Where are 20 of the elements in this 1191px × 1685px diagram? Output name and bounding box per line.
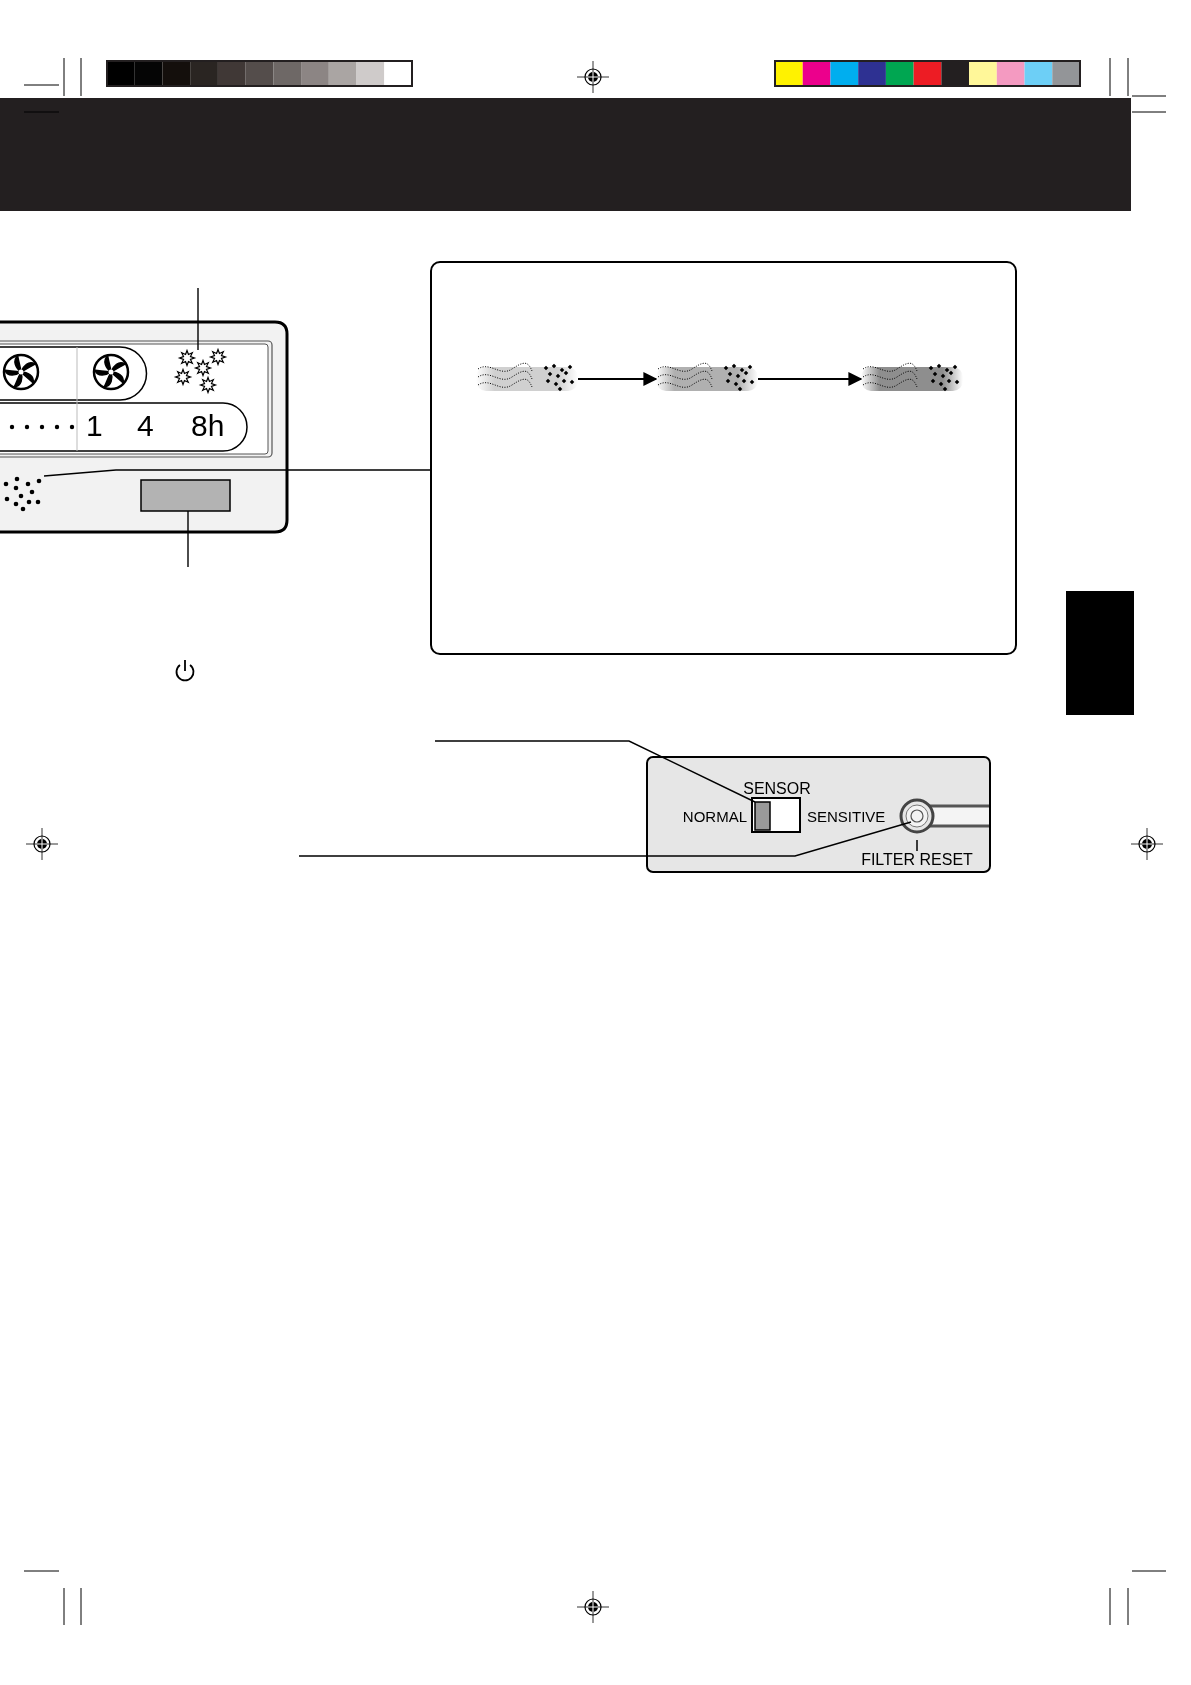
stars-icon [173,350,226,394]
arrow [757,372,863,386]
switch-knob [755,802,770,830]
leader-line [197,287,199,351]
timer-number: 4 [137,411,154,441]
display-button [141,480,230,511]
info-panel [431,262,1016,654]
leader-line [434,740,756,803]
leader-line [187,510,189,568]
button-label: FILTER RESET [861,852,973,868]
timer-number: 1 [86,411,103,441]
leader-line [43,469,432,477]
leader-line [298,821,912,857]
section-tab [1066,591,1134,715]
switch-label: SENSOR [743,781,811,797]
reset-button [911,810,923,822]
timer-number: 8h [191,411,225,441]
arrow [577,372,658,386]
switch-option: SENSITIVE [807,808,886,824]
switch-option: NORMAL [682,808,747,824]
